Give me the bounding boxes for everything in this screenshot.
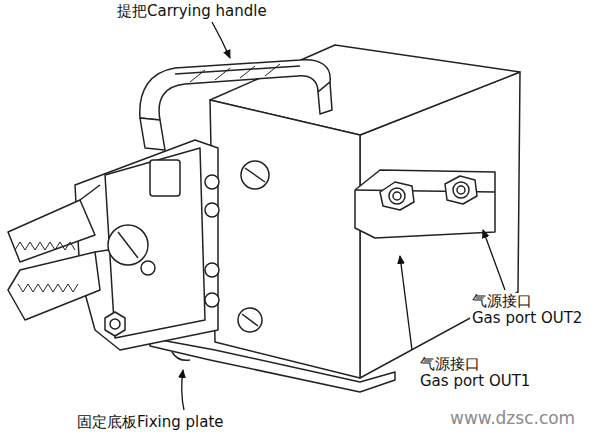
part-label: 气源接口 Gas port OUT1: [418, 356, 532, 390]
part-label: 提把Carrying handle: [115, 3, 269, 20]
watermark: www.dzsc.com: [448, 410, 577, 427]
part-label: 气源接口 Gas port OUT2: [470, 293, 584, 327]
part-label: 固定底板Fixing plate: [75, 414, 226, 431]
